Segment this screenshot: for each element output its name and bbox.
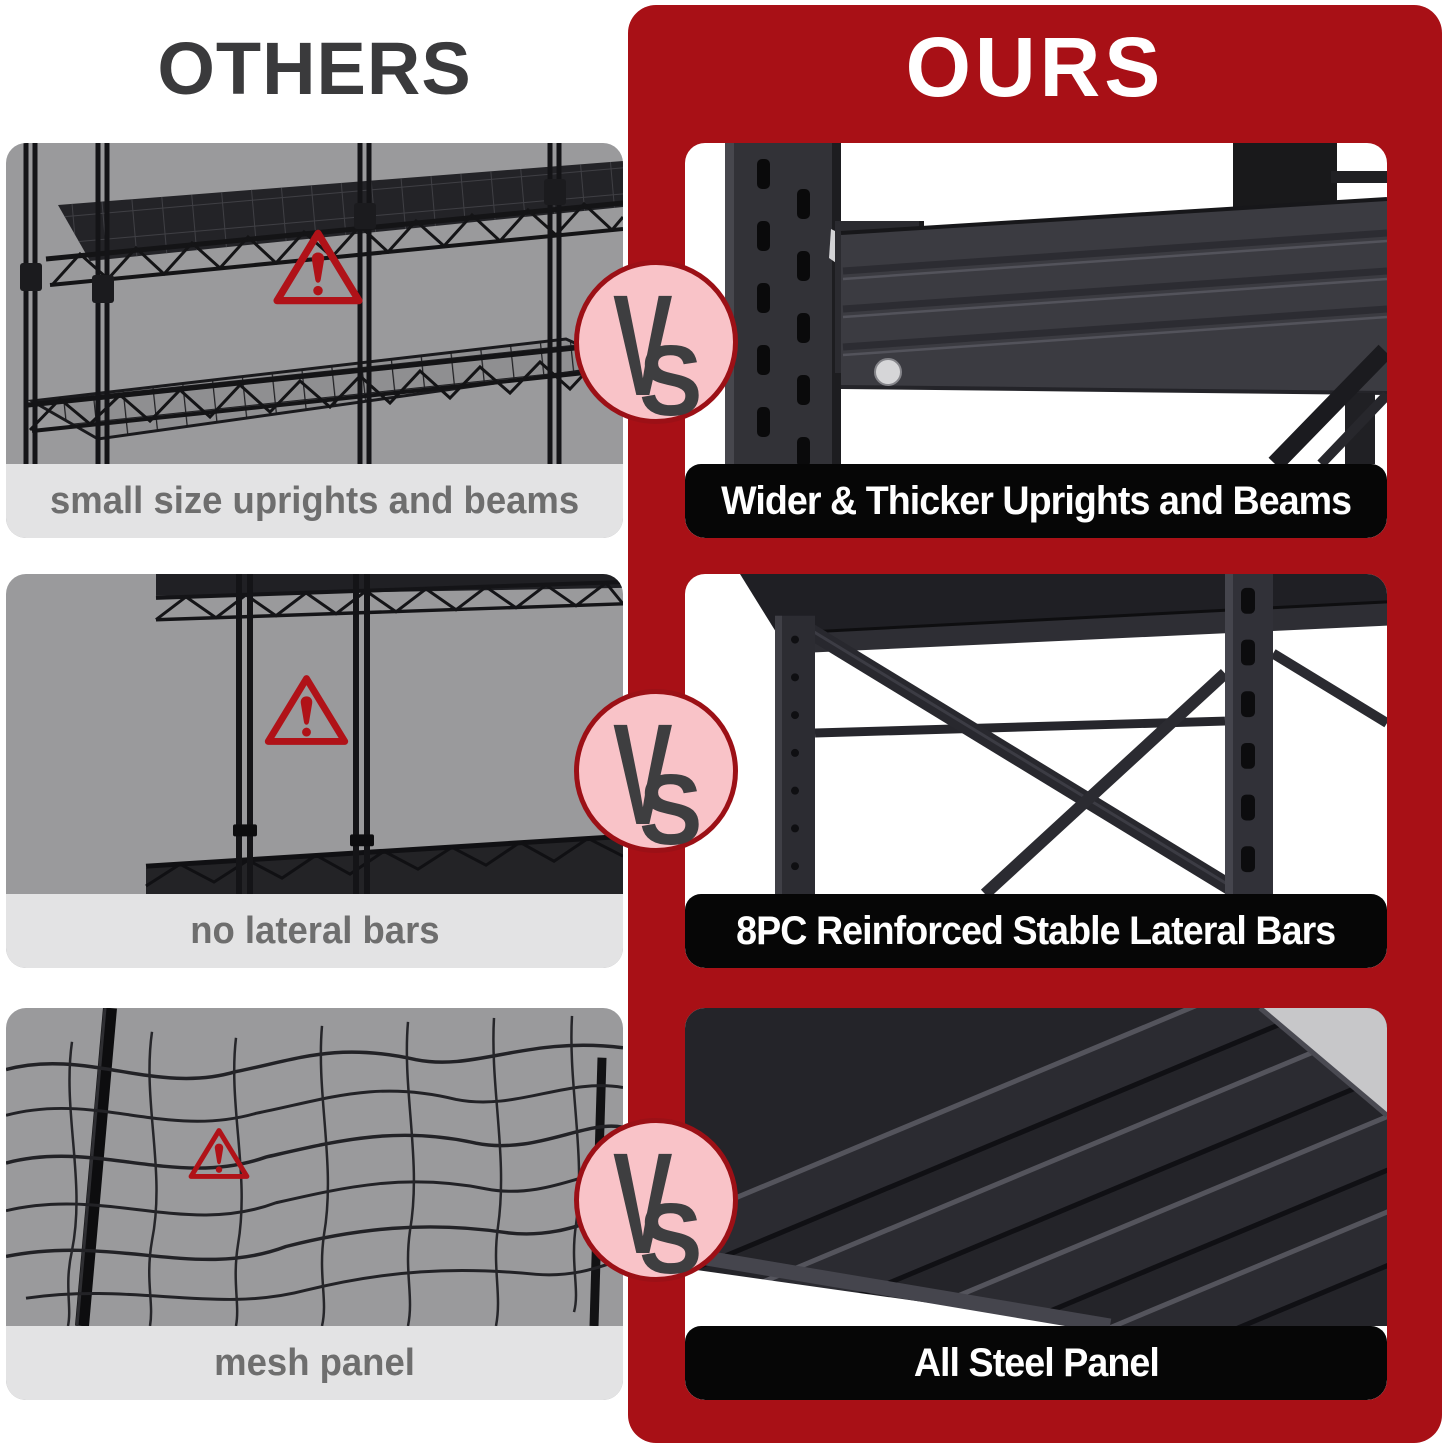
ours-caption-bar: 8PC Reinforced Stable Lateral Bars: [685, 894, 1387, 968]
vs-letter-v: V: [613, 694, 673, 855]
ours-caption-lateral: 8PC Reinforced Stable Lateral Bars: [736, 908, 1336, 953]
others-panel-uprights: small size uprights and beams: [6, 143, 623, 538]
others-caption-mesh: mesh panel: [214, 1341, 415, 1384]
lateral-bars-photo: [685, 574, 1387, 894]
wire-frame-photo: [6, 574, 623, 894]
vs-letter-s: S: [639, 754, 703, 866]
ours-container: OURS: [628, 5, 1442, 1443]
steel-beam-photo: [685, 143, 1387, 464]
warning-triangle-icon: [264, 672, 349, 748]
warning-triangle-icon: [272, 227, 364, 307]
steel-panel-photo: [685, 1008, 1387, 1326]
ours-panel-uprights: Wider & Thicker Uprights and Beams: [685, 143, 1387, 538]
others-caption-bar: no lateral bars: [6, 894, 623, 968]
ours-panel-lateral: 8PC Reinforced Stable Lateral Bars: [685, 574, 1387, 968]
vs-letter-s: S: [639, 1183, 703, 1295]
vs-letter-v: V: [613, 1123, 673, 1284]
others-caption-bar: mesh panel: [6, 1326, 623, 1400]
others-caption-bar: small size uprights and beams: [6, 464, 623, 538]
warning-triangle-icon: [188, 1126, 250, 1181]
bent-mesh-photo: [6, 1008, 623, 1326]
vs-badge: V S: [574, 260, 738, 431]
ours-header: OURS: [905, 20, 1165, 114]
others-caption-uprights: small size uprights and beams: [49, 479, 580, 522]
others-panel-mesh: mesh panel: [6, 1008, 623, 1400]
mesh-panel-illustration: [6, 1008, 623, 1326]
ours-panel-steel: All Steel Panel: [685, 1008, 1387, 1400]
ours-caption-bar: All Steel Panel: [685, 1326, 1387, 1400]
others-panel-lateral: no lateral bars: [6, 574, 623, 968]
steel-panel-illustration: [685, 1008, 1387, 1326]
others-header: OTHERS: [157, 27, 472, 110]
wire-shelf-photo: [6, 143, 623, 464]
wire-shelf-illustration: [20, 143, 623, 464]
vs-letter-v: V: [613, 265, 673, 426]
steel-beam-illustration: [725, 143, 1387, 464]
lateral-bars-illustration: [740, 574, 1387, 894]
vs-letter-s: S: [639, 325, 703, 437]
ours-caption-bar: Wider & Thicker Uprights and Beams: [685, 464, 1387, 538]
vs-badge: V S: [574, 689, 738, 860]
vs-badge: V S: [574, 1118, 738, 1289]
others-caption-lateral: no lateral bars: [189, 909, 440, 952]
open-frame-illustration: [145, 574, 623, 894]
ours-caption-steel: All Steel Panel: [913, 1340, 1159, 1385]
ours-caption-uprights: Wider & Thicker Uprights and Beams: [720, 478, 1352, 523]
